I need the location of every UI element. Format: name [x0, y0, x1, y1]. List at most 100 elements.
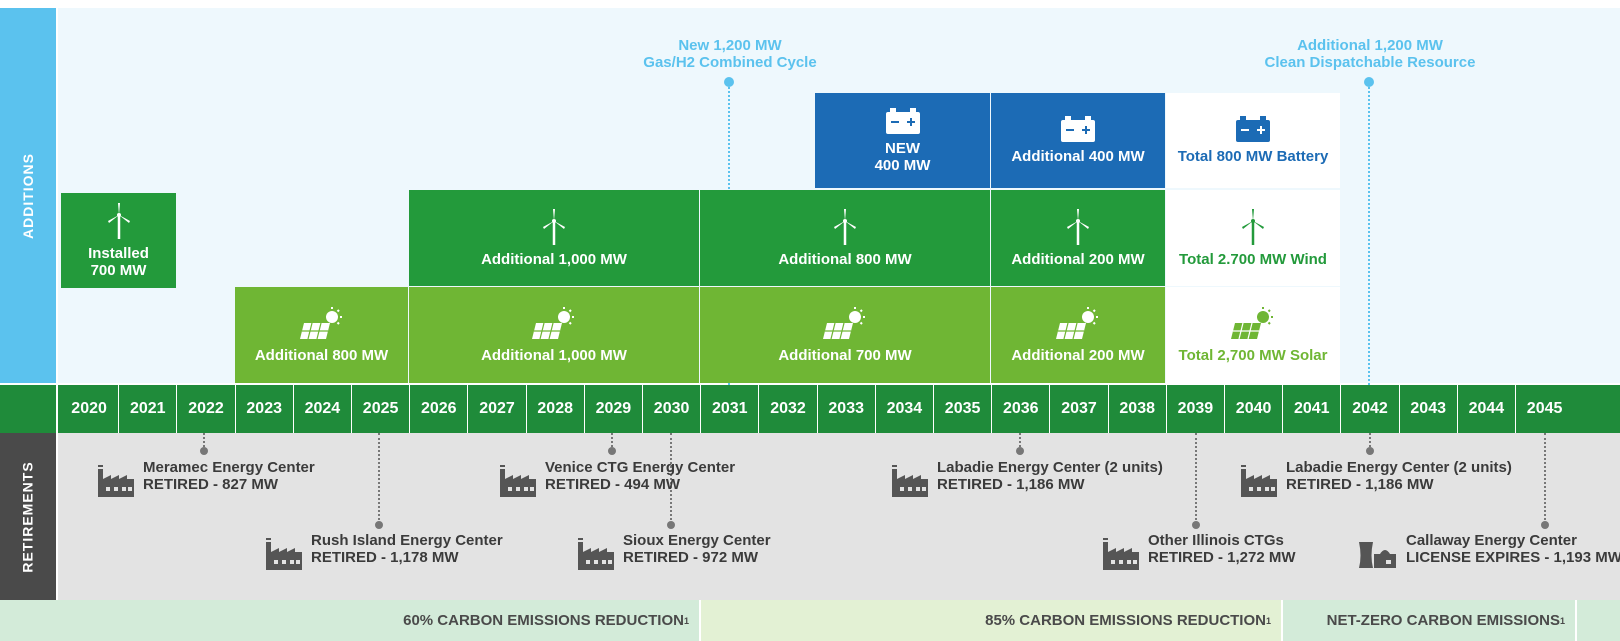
retirement-sioux: Sioux Energy Center RETIRED - 972 MW — [577, 532, 771, 570]
clean-callout-line1: Additional 1,200 MW — [1297, 37, 1443, 54]
clean-callout-line2: Clean Dispatchable Resource — [1264, 54, 1476, 71]
wind-turbine-icon — [1242, 208, 1264, 245]
solar-block-1000: Additional 1,000 MW — [409, 287, 699, 383]
retirement-detail: RETIRED - 1,178 MW — [311, 549, 459, 566]
timeline-bar — [58, 385, 1620, 433]
illinois-leader — [1195, 433, 1197, 524]
wind-block-total: Total 2.700 MW Wind — [1166, 190, 1340, 286]
gas-callout-dot — [724, 77, 734, 87]
year-2025: 2025 — [351, 385, 409, 433]
sioux-leader — [670, 433, 672, 524]
solar-block-700: Additional 700 MW — [700, 287, 990, 383]
year-2024: 2024 — [292, 385, 351, 433]
labadie-2-dot — [1366, 447, 1374, 455]
battery-block-new: NEW 400 MW — [815, 93, 990, 188]
sioux-dot — [667, 521, 675, 529]
solar-block-800: Additional 800 MW — [235, 287, 408, 383]
solar-panel-icon — [532, 306, 574, 339]
retirement-detail: RETIRED - 1,186 MW — [937, 476, 1085, 493]
year-2032: 2032 — [758, 385, 816, 433]
solar-panel-icon — [1056, 306, 1098, 339]
clean-callout-dot — [1364, 77, 1374, 87]
factory-icon — [266, 538, 302, 570]
rush-island-leader — [378, 433, 380, 524]
year-2031: 2031 — [700, 385, 758, 433]
band-85-note: 1 — [1265, 615, 1271, 626]
band-net-zero-note: 1 — [1559, 615, 1565, 626]
factory-icon — [1241, 465, 1277, 497]
year-2027: 2027 — [467, 385, 525, 433]
factory-icon — [578, 538, 614, 570]
year-2041: 2041 — [1282, 385, 1340, 433]
clean-callout-leader — [1368, 87, 1370, 385]
battery-label-total: Total 800 MW Battery — [1177, 148, 1329, 165]
meramec-leader — [203, 433, 205, 447]
wind-turbine-icon — [1067, 208, 1089, 245]
year-2030: 2030 — [642, 385, 700, 433]
year-2029: 2029 — [583, 385, 642, 433]
band-net-zero-label: NET-ZERO CARBON EMISSIONS — [1326, 612, 1560, 629]
battery-icon — [1061, 116, 1095, 142]
venice-dot — [608, 447, 616, 455]
band-85-label: 85% CARBON EMISSIONS REDUCTION — [985, 612, 1266, 629]
year-2023: 2023 — [234, 385, 293, 433]
nuclear-plant-icon — [1359, 542, 1396, 568]
battery-block-total: Total 800 MW Battery — [1166, 93, 1340, 188]
year-2036: 2036 — [991, 385, 1049, 433]
retirement-detail: RETIRED - 1,272 MW — [1148, 549, 1296, 566]
band-60-note: 1 — [683, 615, 689, 626]
solar-panel-icon — [1231, 306, 1273, 339]
band-60-label: 60% CARBON EMISSIONS REDUCTION — [403, 612, 684, 629]
year-2035: 2035 — [933, 385, 991, 433]
factory-icon — [892, 465, 928, 497]
retirement-detail: RETIRED - 494 MW — [545, 476, 681, 493]
solar-block-total: Total 2,700 MW Solar — [1166, 287, 1340, 383]
labadie-1-dot — [1016, 447, 1024, 455]
year-2020: 2020 — [71, 400, 107, 417]
solar-panel-icon — [299, 306, 342, 339]
year-2026: 2026 — [409, 385, 467, 433]
year-2037: 2037 — [1049, 385, 1107, 433]
solar-panel-icon — [823, 306, 865, 339]
solar-label-800: Additional 800 MW — [254, 346, 389, 364]
year-2044: 2044 — [1456, 385, 1515, 433]
rush-island-dot — [375, 521, 383, 529]
year-2021: 2021 — [118, 385, 176, 433]
retirement-callaway: Callaway Energy Center LICENSE EXPIRES -… — [1356, 532, 1620, 568]
additions-sidebar: ADDITIONS — [0, 8, 56, 383]
illinois-dot — [1192, 521, 1200, 529]
battery-label-new: NEW 400 MW — [874, 139, 931, 174]
timeline-corner — [0, 385, 56, 433]
solar-label-1000: Additional 1,000 MW — [481, 346, 627, 364]
retirements-sidebar: RETIREMENTS — [0, 433, 56, 600]
retirements-label: RETIREMENTS — [20, 460, 36, 573]
additions-label: ADDITIONS — [20, 152, 36, 239]
solar-label-200: Additional 200 MW — [1011, 346, 1145, 364]
battery-icon — [885, 107, 920, 134]
gas-callout: New 1,200 MW Gas/H2 Combined Cycle — [620, 37, 840, 71]
wind-label-1000: Additional 1,000 MW — [481, 250, 627, 268]
year-2043: 2043 — [1398, 385, 1457, 433]
solar-block-200: Additional 200 MW — [991, 287, 1165, 383]
year-2028: 2028 — [525, 385, 584, 433]
battery-label-additional: Additional 400 MW — [1011, 148, 1145, 165]
battery-block-additional: Additional 400 MW — [991, 93, 1165, 188]
wind-block-200: Additional 200 MW — [991, 190, 1165, 286]
retirement-name: Rush Island Energy Center — [311, 532, 503, 549]
meramec-dot — [200, 447, 208, 455]
solar-label-700: Additional 700 MW — [778, 346, 912, 364]
year-2042: 2042 — [1340, 385, 1398, 433]
wind-label-200: Additional 200 MW — [1011, 250, 1145, 268]
retirement-name: Labadie Energy Center (2 units) — [1286, 459, 1512, 476]
retirement-labadie-2: Labadie Energy Center (2 units) RETIRED … — [1240, 459, 1512, 497]
year-2034: 2034 — [874, 385, 933, 433]
callaway-leader — [1544, 433, 1546, 524]
wind-block-installed: Installed 700 MW — [61, 193, 176, 288]
year-2038: 2038 — [1107, 385, 1166, 433]
solar-label-total: Total 2,700 MW Solar — [1178, 346, 1328, 364]
retirement-name: Meramec Energy Center — [143, 459, 315, 476]
wind-turbine-icon — [834, 208, 856, 245]
